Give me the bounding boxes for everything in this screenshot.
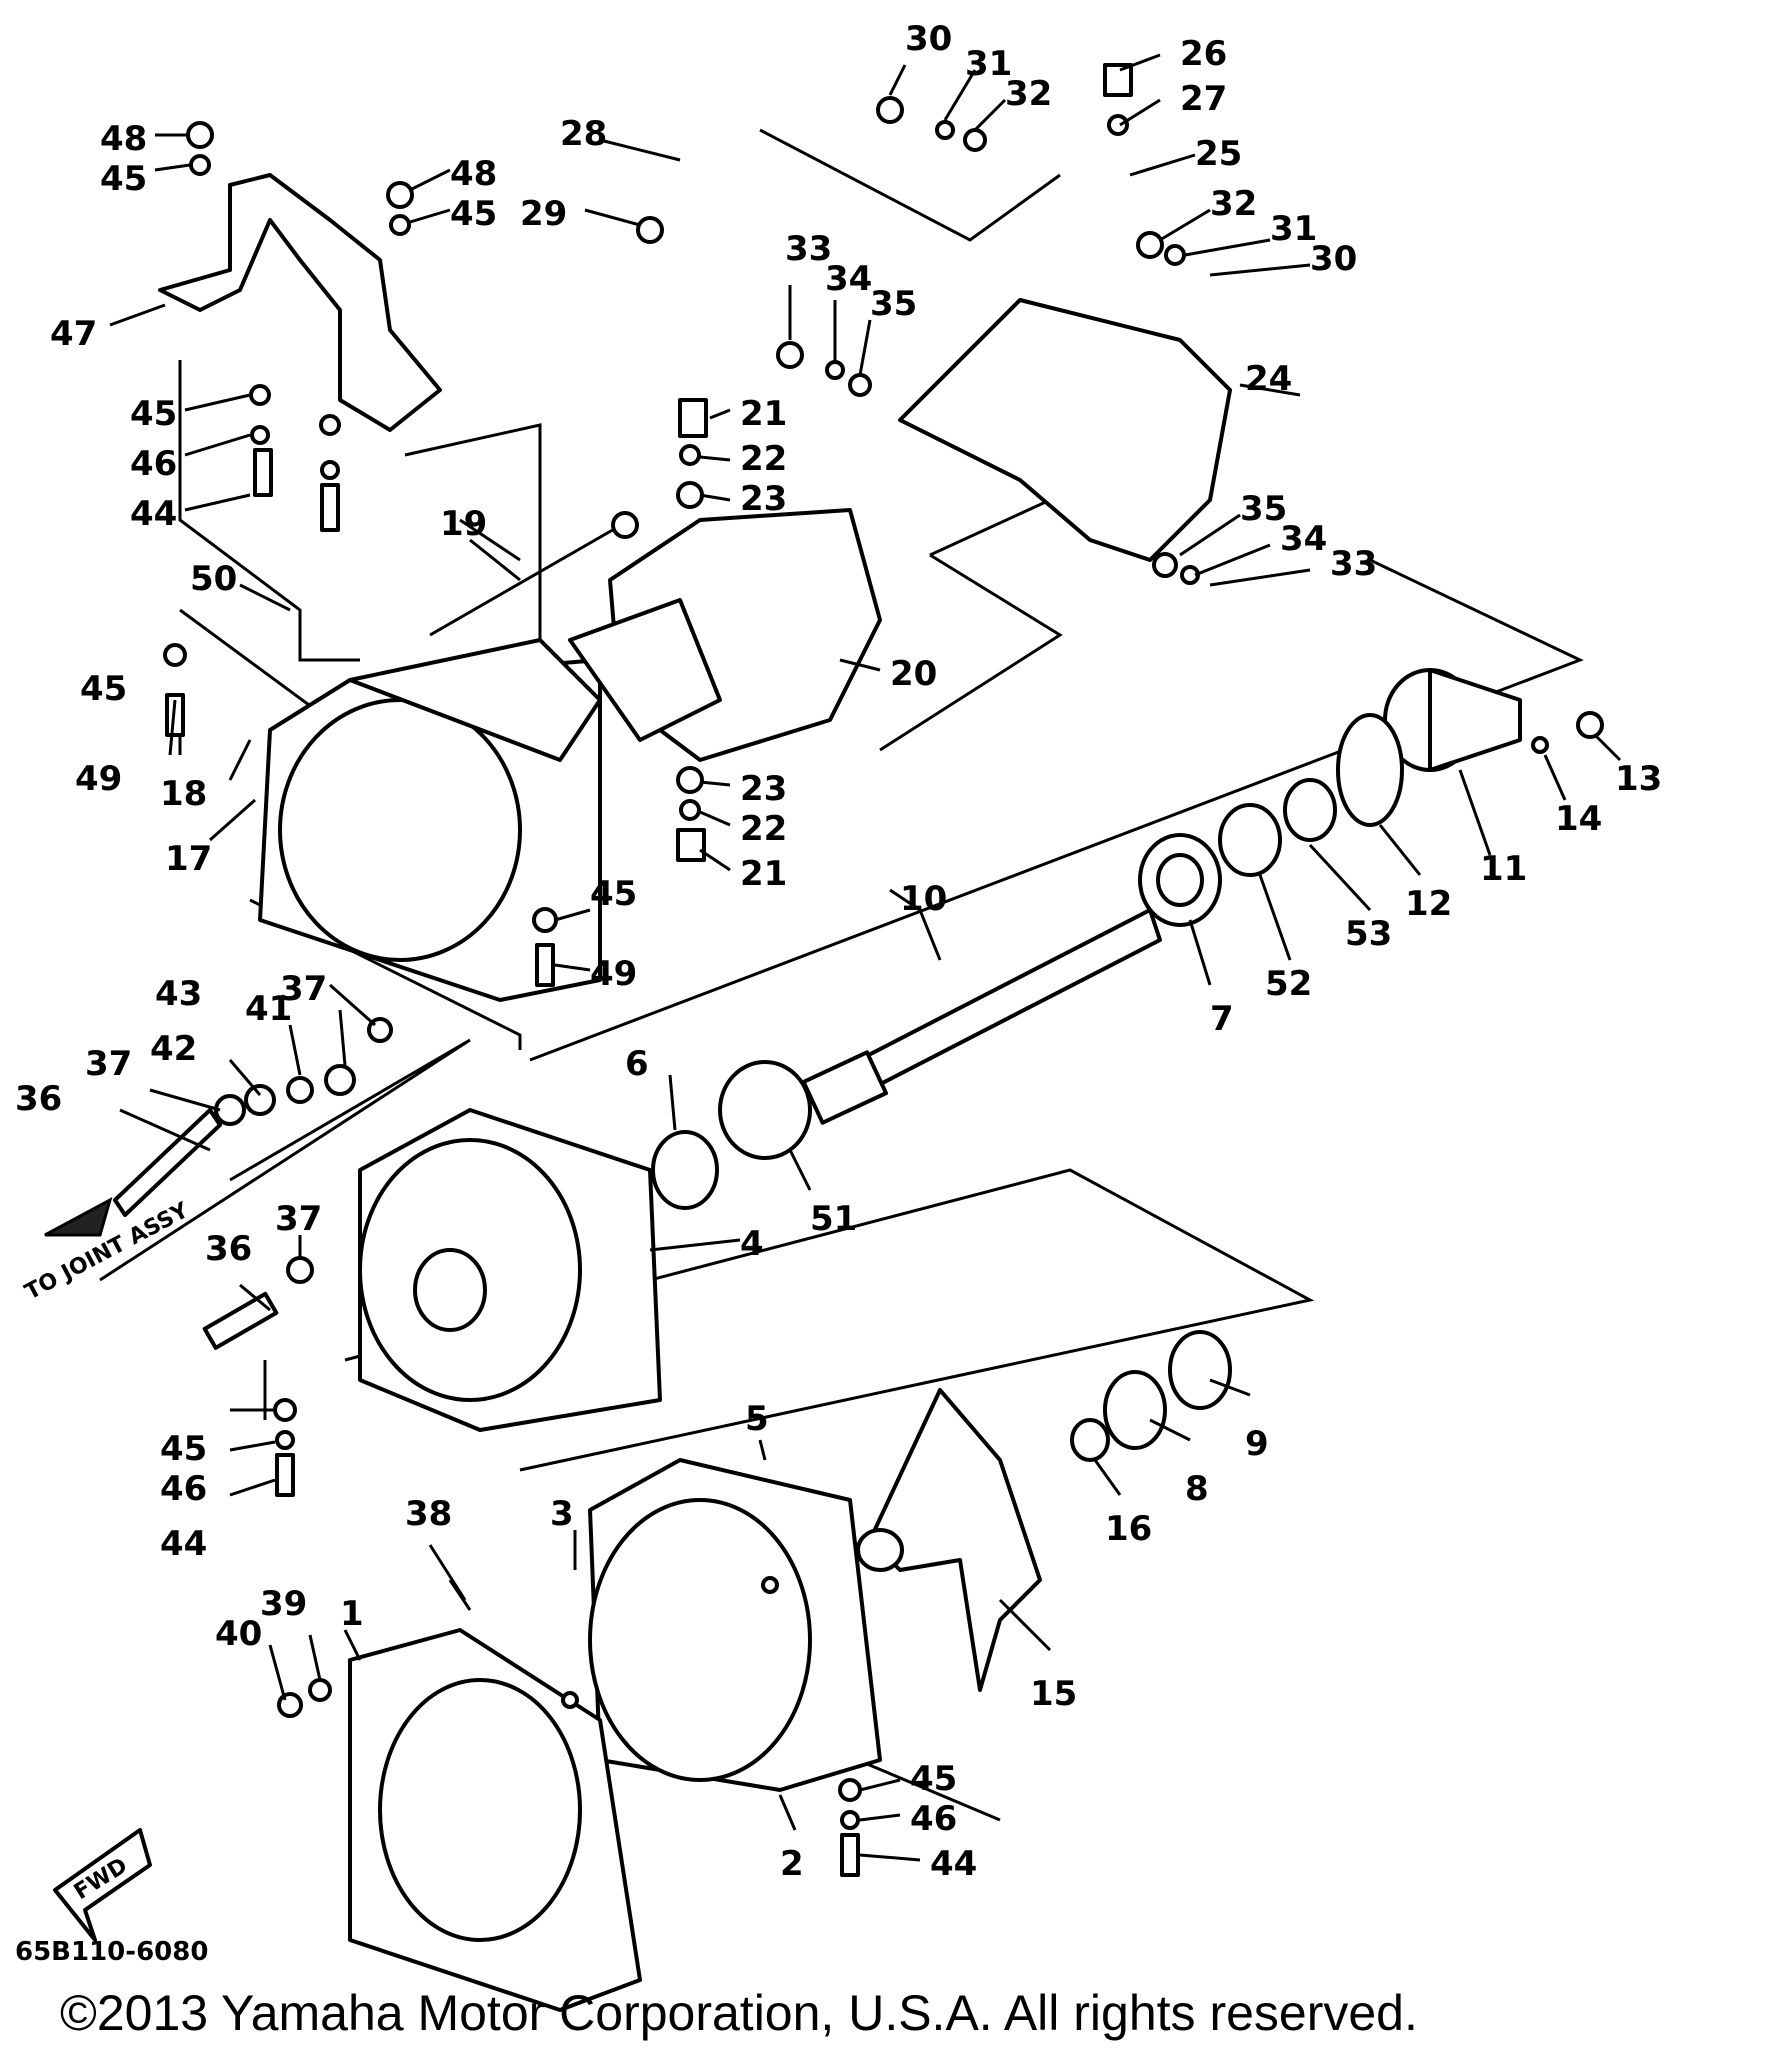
callout-4: 4 bbox=[740, 1224, 764, 1264]
callout-13: 13 bbox=[1615, 759, 1662, 799]
callout-36: 36 bbox=[15, 1079, 62, 1119]
part-19-bolt bbox=[429, 511, 639, 637]
callout-8: 8 bbox=[1185, 1469, 1209, 1509]
part-20-cover bbox=[568, 508, 882, 762]
callout-1: 1 bbox=[340, 1594, 364, 1634]
callout-31: 31 bbox=[965, 44, 1012, 84]
callout-44: 44 bbox=[160, 1524, 207, 1564]
part-10-shaft bbox=[801, 908, 1162, 1125]
callout-49: 49 bbox=[75, 759, 122, 799]
callout-29: 29 bbox=[520, 194, 567, 234]
part-4-impeller-housing bbox=[358, 1108, 662, 1432]
callout-45: 45 bbox=[130, 394, 177, 434]
callout-44: 44 bbox=[130, 494, 177, 534]
callout-45: 45 bbox=[590, 874, 637, 914]
part-24-deflector bbox=[898, 298, 1232, 562]
callout-22: 22 bbox=[740, 439, 787, 479]
callout-33: 33 bbox=[1330, 544, 1377, 584]
leader-lines bbox=[109, 53, 1622, 1862]
part-1-plate bbox=[348, 1628, 642, 2012]
callout-51: 51 bbox=[810, 1199, 857, 1239]
callout-32: 32 bbox=[1005, 74, 1052, 114]
callout-45: 45 bbox=[80, 669, 127, 709]
callout-2: 2 bbox=[780, 1844, 804, 1884]
callout-46: 46 bbox=[130, 444, 177, 484]
callout-48: 48 bbox=[100, 119, 147, 159]
callout-26: 26 bbox=[1180, 34, 1227, 74]
callout-15: 15 bbox=[1030, 1674, 1077, 1714]
callout-36: 36 bbox=[205, 1229, 252, 1269]
callout-12: 12 bbox=[1405, 884, 1452, 924]
callout-23: 23 bbox=[740, 769, 787, 809]
callout-35: 35 bbox=[870, 284, 917, 324]
callout-37: 37 bbox=[280, 969, 327, 1009]
callout-43: 43 bbox=[155, 974, 202, 1014]
callout-27: 27 bbox=[1180, 79, 1227, 119]
callout-28: 28 bbox=[560, 114, 607, 154]
callout-40: 40 bbox=[215, 1614, 262, 1654]
callout-labels: 48 45 48 45 47 45 46 44 50 19 28 29 30 3… bbox=[15, 19, 1662, 1884]
fwd-arrow: FWD bbox=[53, 1828, 152, 1942]
callout-24: 24 bbox=[1245, 359, 1292, 399]
callout-6: 6 bbox=[625, 1044, 649, 1084]
callout-30: 30 bbox=[1310, 239, 1357, 279]
callout-31: 31 bbox=[1270, 209, 1317, 249]
callout-53: 53 bbox=[1345, 914, 1392, 954]
bearings-and-rings bbox=[651, 713, 1404, 1462]
callout-5: 5 bbox=[745, 1399, 769, 1439]
callout-17: 17 bbox=[165, 839, 212, 879]
callout-34: 34 bbox=[825, 259, 872, 299]
callout-45: 45 bbox=[450, 194, 497, 234]
callout-25: 25 bbox=[1195, 134, 1242, 174]
callout-46: 46 bbox=[160, 1469, 207, 1509]
callout-49: 49 bbox=[590, 954, 637, 994]
callout-32: 32 bbox=[1210, 184, 1257, 224]
callout-33: 33 bbox=[785, 229, 832, 269]
callout-30: 30 bbox=[905, 19, 952, 59]
callout-37: 37 bbox=[275, 1199, 322, 1239]
callout-45: 45 bbox=[160, 1429, 207, 1469]
callout-47: 47 bbox=[50, 314, 97, 354]
callout-44: 44 bbox=[930, 1844, 977, 1884]
callout-46: 46 bbox=[910, 1799, 957, 1839]
callout-7: 7 bbox=[1210, 999, 1234, 1039]
callout-45: 45 bbox=[100, 159, 147, 199]
copyright-notice: ©2013 Yamaha Motor Corporation, U.S.A. A… bbox=[60, 1985, 1418, 2041]
callout-14: 14 bbox=[1555, 799, 1602, 839]
callout-39: 39 bbox=[260, 1584, 307, 1624]
callout-19: 19 bbox=[440, 504, 487, 544]
part-47-bracket bbox=[158, 173, 442, 432]
to-joint-assy-arrow: TO JOINT ASSY bbox=[21, 1196, 194, 1305]
callout-20: 20 bbox=[890, 654, 937, 694]
callout-21: 21 bbox=[740, 394, 787, 434]
callout-18: 18 bbox=[160, 774, 207, 814]
callout-23: 23 bbox=[740, 479, 787, 519]
part-2-nozzle-ring bbox=[588, 1458, 882, 1792]
callout-9: 9 bbox=[1245, 1424, 1269, 1464]
callout-11: 11 bbox=[1480, 849, 1527, 889]
fasteners bbox=[163, 63, 1604, 1877]
callout-52: 52 bbox=[1265, 964, 1312, 1004]
hose-parts bbox=[113, 1017, 393, 1350]
callout-21: 21 bbox=[740, 854, 787, 894]
callout-37: 37 bbox=[85, 1044, 132, 1084]
callout-42: 42 bbox=[150, 1029, 197, 1069]
callout-41: 41 bbox=[245, 989, 292, 1029]
callout-38: 38 bbox=[405, 1494, 452, 1534]
callout-16: 16 bbox=[1105, 1509, 1152, 1549]
callout-10: 10 bbox=[900, 879, 947, 919]
callout-50: 50 bbox=[190, 559, 237, 599]
diagram-code: 65B110-6080 bbox=[15, 1937, 208, 1967]
callout-22: 22 bbox=[740, 809, 787, 849]
callout-45: 45 bbox=[910, 1759, 957, 1799]
part-15-impeller bbox=[856, 1388, 1042, 1692]
part-11-cap bbox=[1383, 668, 1522, 772]
part-17-jet-housing bbox=[258, 638, 602, 1002]
callout-3: 3 bbox=[550, 1494, 574, 1534]
callout-35: 35 bbox=[1240, 489, 1287, 529]
callout-34: 34 bbox=[1280, 519, 1327, 559]
callout-48: 48 bbox=[450, 154, 497, 194]
